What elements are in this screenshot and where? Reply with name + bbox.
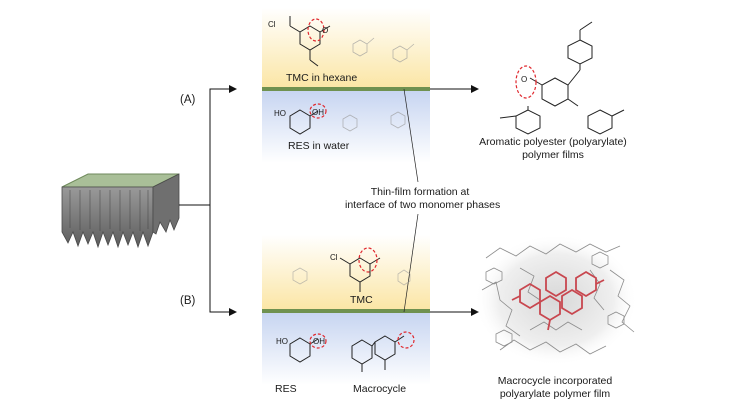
macrocycle-molecule [351, 335, 405, 372]
panel-a-aqueous-label: RES in water [288, 140, 350, 152]
panel-b-aqueous-phase [262, 313, 430, 385]
panel-a-letter: (A) [180, 94, 196, 106]
panel-a-interface-film [262, 87, 430, 91]
panel-b-res-label: RES [275, 383, 297, 395]
panel-a-product-label: Aromatic polyester (polyarylate) polymer… [478, 136, 628, 162]
panel-b-organic-phase [262, 235, 430, 309]
panel-b-tmc-label: TMC [350, 294, 373, 306]
membrane-substrate-icon [61, 173, 210, 249]
product-o-label: O [521, 75, 528, 84]
highlight-circles-a [307, 18, 327, 119]
panel-a-product-line2: polymer films [522, 149, 584, 161]
panel-b-macrocycle-label: Macrocycle [353, 383, 407, 395]
branch-arrows [209, 85, 479, 316]
res-molecule-b [289, 337, 319, 363]
res-oh-label-b: OH [313, 337, 325, 346]
interface-note: Thin-film formation at interface of two … [345, 186, 501, 212]
panel-b-product-line2: polyarylate polymer film [499, 388, 611, 400]
polyester-structure [499, 21, 625, 135]
panel-b-product-line1: Macrocycle incorporated [497, 375, 613, 387]
tmc-cl-left: Cl [268, 20, 276, 29]
tmc-molecule-b [339, 257, 381, 292]
panel-b-interface-film [262, 309, 430, 313]
interface-note-line1: Thin-film formation at [370, 186, 470, 198]
res-ho-label-a: HO [274, 109, 286, 118]
tmc-b-cl-label: Cl [330, 253, 338, 262]
panel-b-letter: (B) [180, 295, 196, 307]
tmc-o-label: O [322, 26, 329, 35]
interface-note-line2: interface of two monomer phases [345, 199, 501, 211]
panel-a-product-line1: Aromatic polyester (polyarylate) [479, 136, 627, 148]
panel-b-product-label: Macrocycle incorporated polyarylate poly… [480, 375, 630, 401]
tmc-molecule-a [289, 16, 331, 67]
highlight-circle-product [515, 65, 537, 99]
panel-a-organic-label: TMC in hexane [286, 72, 358, 84]
res-molecule-a [289, 109, 319, 135]
res-oh-label-a: OH [312, 108, 324, 117]
macrocycle-polymer-network [474, 234, 638, 366]
interface-pointer-lines [403, 88, 419, 313]
res-ho-label-b: HO [276, 337, 288, 346]
